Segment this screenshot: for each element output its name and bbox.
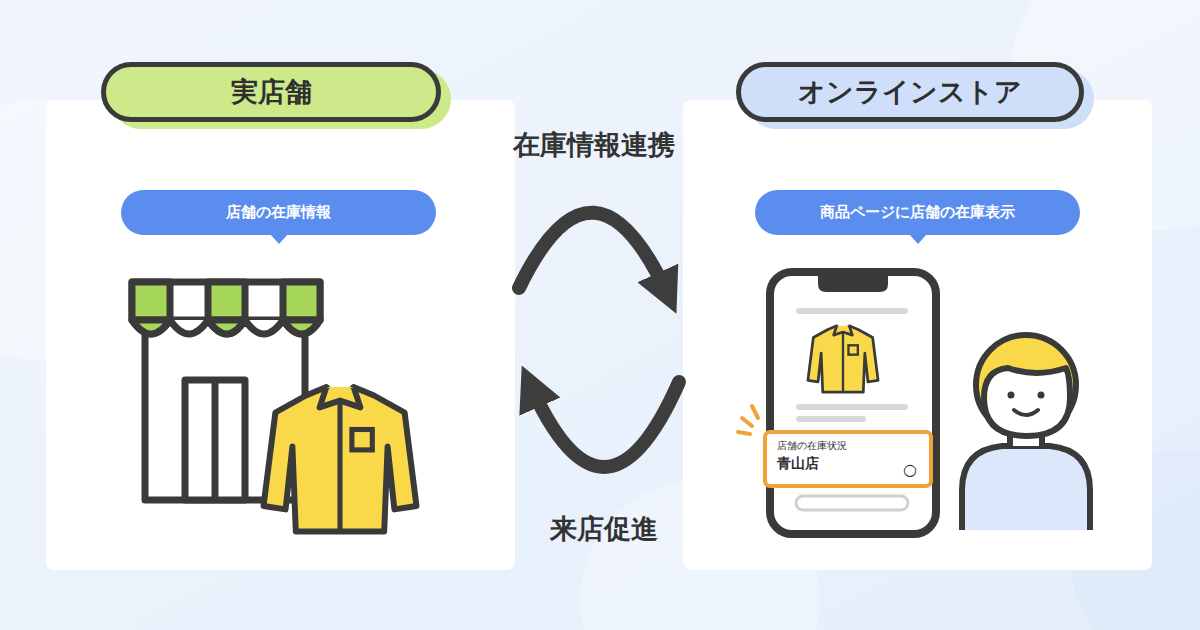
panel: 実店舗店舗の在庫情報 bbox=[46, 100, 515, 570]
bubble-text: 店舗の在庫情報 bbox=[226, 203, 331, 222]
speech-bubble: 店舗の在庫情報 bbox=[121, 190, 436, 235]
curved-arrow bbox=[519, 213, 669, 298]
availability-mark: ○ bbox=[903, 460, 917, 479]
store-name: 青山店 bbox=[777, 455, 919, 473]
heading-pill: 実店舗 bbox=[101, 62, 441, 122]
edge-label: 来店促進 bbox=[550, 511, 658, 547]
heading-pill: オンラインストア bbox=[736, 62, 1084, 122]
heading-text: オンラインストア bbox=[798, 74, 1022, 110]
curved-arrow bbox=[529, 382, 679, 467]
status-caption: 店舗の在庫状況 bbox=[777, 439, 919, 453]
edge-label: 在庫情報連携 bbox=[513, 127, 675, 163]
heading-text: 実店舗 bbox=[231, 74, 312, 110]
bubble-text: 商品ページに店舗の在庫表示 bbox=[820, 203, 1015, 222]
phone-illustration bbox=[738, 272, 936, 534]
panel: オンラインストア商品ページに店舗の在庫表示店舗の在庫状況青山店○ bbox=[683, 100, 1152, 570]
shirt-icon bbox=[264, 387, 417, 532]
stock-status-box: 店舗の在庫状況青山店○ bbox=[763, 430, 933, 488]
speech-bubble: 商品ページに店舗の在庫表示 bbox=[755, 190, 1080, 235]
online-panel bbox=[683, 100, 1152, 570]
store-panel bbox=[46, 100, 515, 570]
person-illustration bbox=[962, 335, 1090, 530]
